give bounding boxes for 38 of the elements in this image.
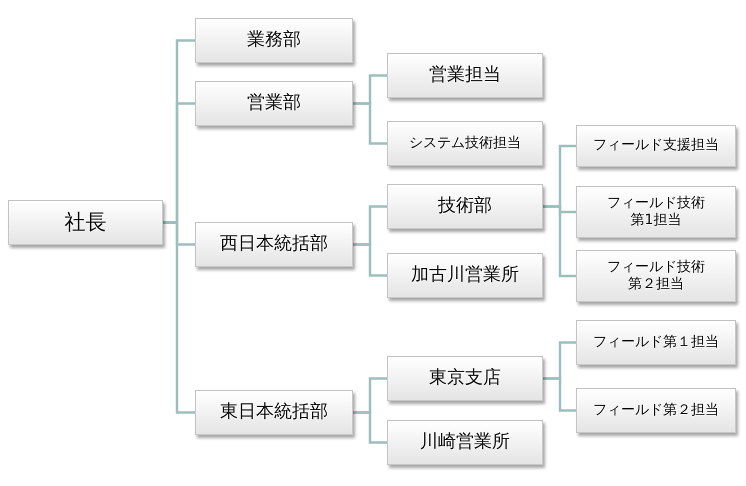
org-box <box>576 320 736 365</box>
connector-line <box>353 102 387 145</box>
org-box <box>387 121 543 166</box>
box-label: 社長 <box>64 209 106 236</box>
org-box <box>195 18 353 63</box>
connector-line <box>353 243 387 277</box>
box-label: フィールド支援担当 <box>593 137 719 155</box>
box-label: 営業担当 <box>429 64 501 87</box>
box-label: 東京支店 <box>429 367 501 390</box>
box-label: フィールド第２担当 <box>593 402 719 420</box>
box-label: 加古川営業所 <box>411 264 519 287</box>
box-label: 業務部 <box>247 29 301 52</box>
org-box <box>387 53 543 98</box>
box-label: 東日本統括部 <box>220 401 328 424</box>
org-box <box>576 125 736 167</box>
box-label: 川崎営業所 <box>420 431 510 454</box>
org-box <box>576 186 736 238</box>
connector-line <box>163 221 195 414</box>
box-label: フィールド技術第1担当 <box>606 194 706 230</box>
box-label: フィールド第１担当 <box>593 334 719 352</box>
box-label: 技術部 <box>438 195 492 218</box>
org-box <box>387 253 543 298</box>
box-label: システム技術担当 <box>409 134 521 152</box>
org-box <box>576 250 736 302</box>
org-box <box>576 388 736 433</box>
connector-line <box>353 411 387 444</box>
org-box <box>387 420 543 465</box>
box-label: 営業部 <box>247 92 301 115</box>
org-box <box>195 222 353 267</box>
org-box <box>387 184 543 229</box>
org-box <box>195 390 353 435</box>
box-label: フィールド技術第２担当 <box>606 258 706 294</box>
connector-line <box>543 377 576 412</box>
connector-line <box>543 205 576 278</box>
org-box <box>8 200 163 245</box>
org-box <box>195 81 353 126</box>
box-label: 西日本統括部 <box>220 233 328 256</box>
org-box <box>387 356 543 401</box>
